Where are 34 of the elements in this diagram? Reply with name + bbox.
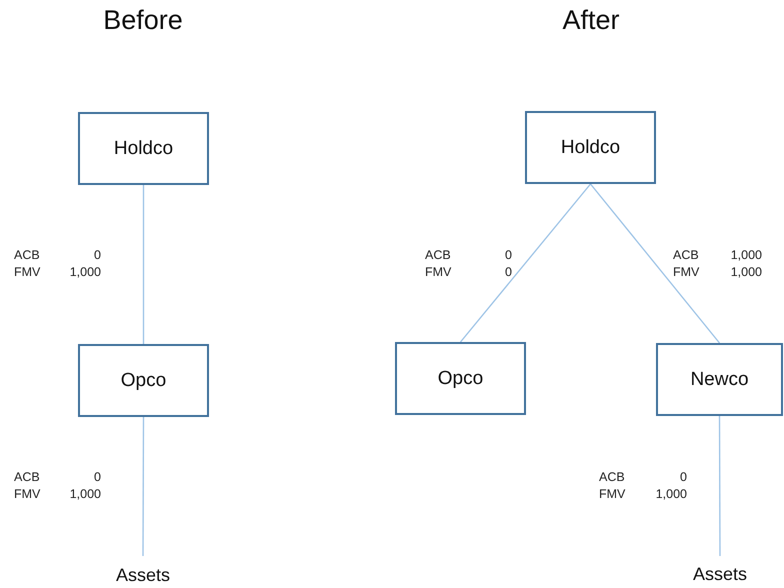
- section-heading: Before: [103, 5, 183, 36]
- value-label: 1,000: [656, 486, 687, 503]
- entity-box: Newco: [656, 343, 783, 416]
- section-heading: After: [562, 5, 620, 36]
- row-label: FMV: [425, 264, 452, 281]
- value-label: 0: [680, 469, 687, 486]
- row-label: ACB: [425, 247, 451, 264]
- value-label: 1,000: [70, 264, 101, 281]
- value-label: 1,000: [70, 486, 101, 503]
- entity-label: Assets: [103, 556, 183, 586]
- row-label: ACB: [14, 469, 40, 486]
- row-label: ACB: [673, 247, 699, 264]
- value-label: 1,000: [730, 264, 762, 281]
- row-label: FMV: [673, 264, 700, 281]
- connector-line: [142, 185, 144, 344]
- entity-box: Holdco: [78, 112, 209, 185]
- row-label: ACB: [14, 247, 40, 264]
- connector-line: [718, 416, 721, 556]
- connector-line: [460, 184, 591, 342]
- row-label: FMV: [14, 264, 40, 281]
- value-label: 1,000: [730, 247, 762, 264]
- connector-line: [590, 184, 720, 344]
- value-label: 0: [505, 247, 512, 264]
- row-label: FMV: [599, 486, 626, 503]
- entity-box: Holdco: [525, 111, 656, 184]
- row-label: ACB: [599, 469, 625, 486]
- value-label: 0: [505, 264, 512, 281]
- entity-box: Opco: [78, 344, 209, 417]
- row-label: FMV: [14, 486, 40, 503]
- value-label: 0: [94, 247, 101, 264]
- value-label: 0: [94, 469, 101, 486]
- connector-line: [142, 417, 144, 556]
- entity-box: Opco: [395, 342, 526, 415]
- entity-label: Assets: [680, 556, 760, 585]
